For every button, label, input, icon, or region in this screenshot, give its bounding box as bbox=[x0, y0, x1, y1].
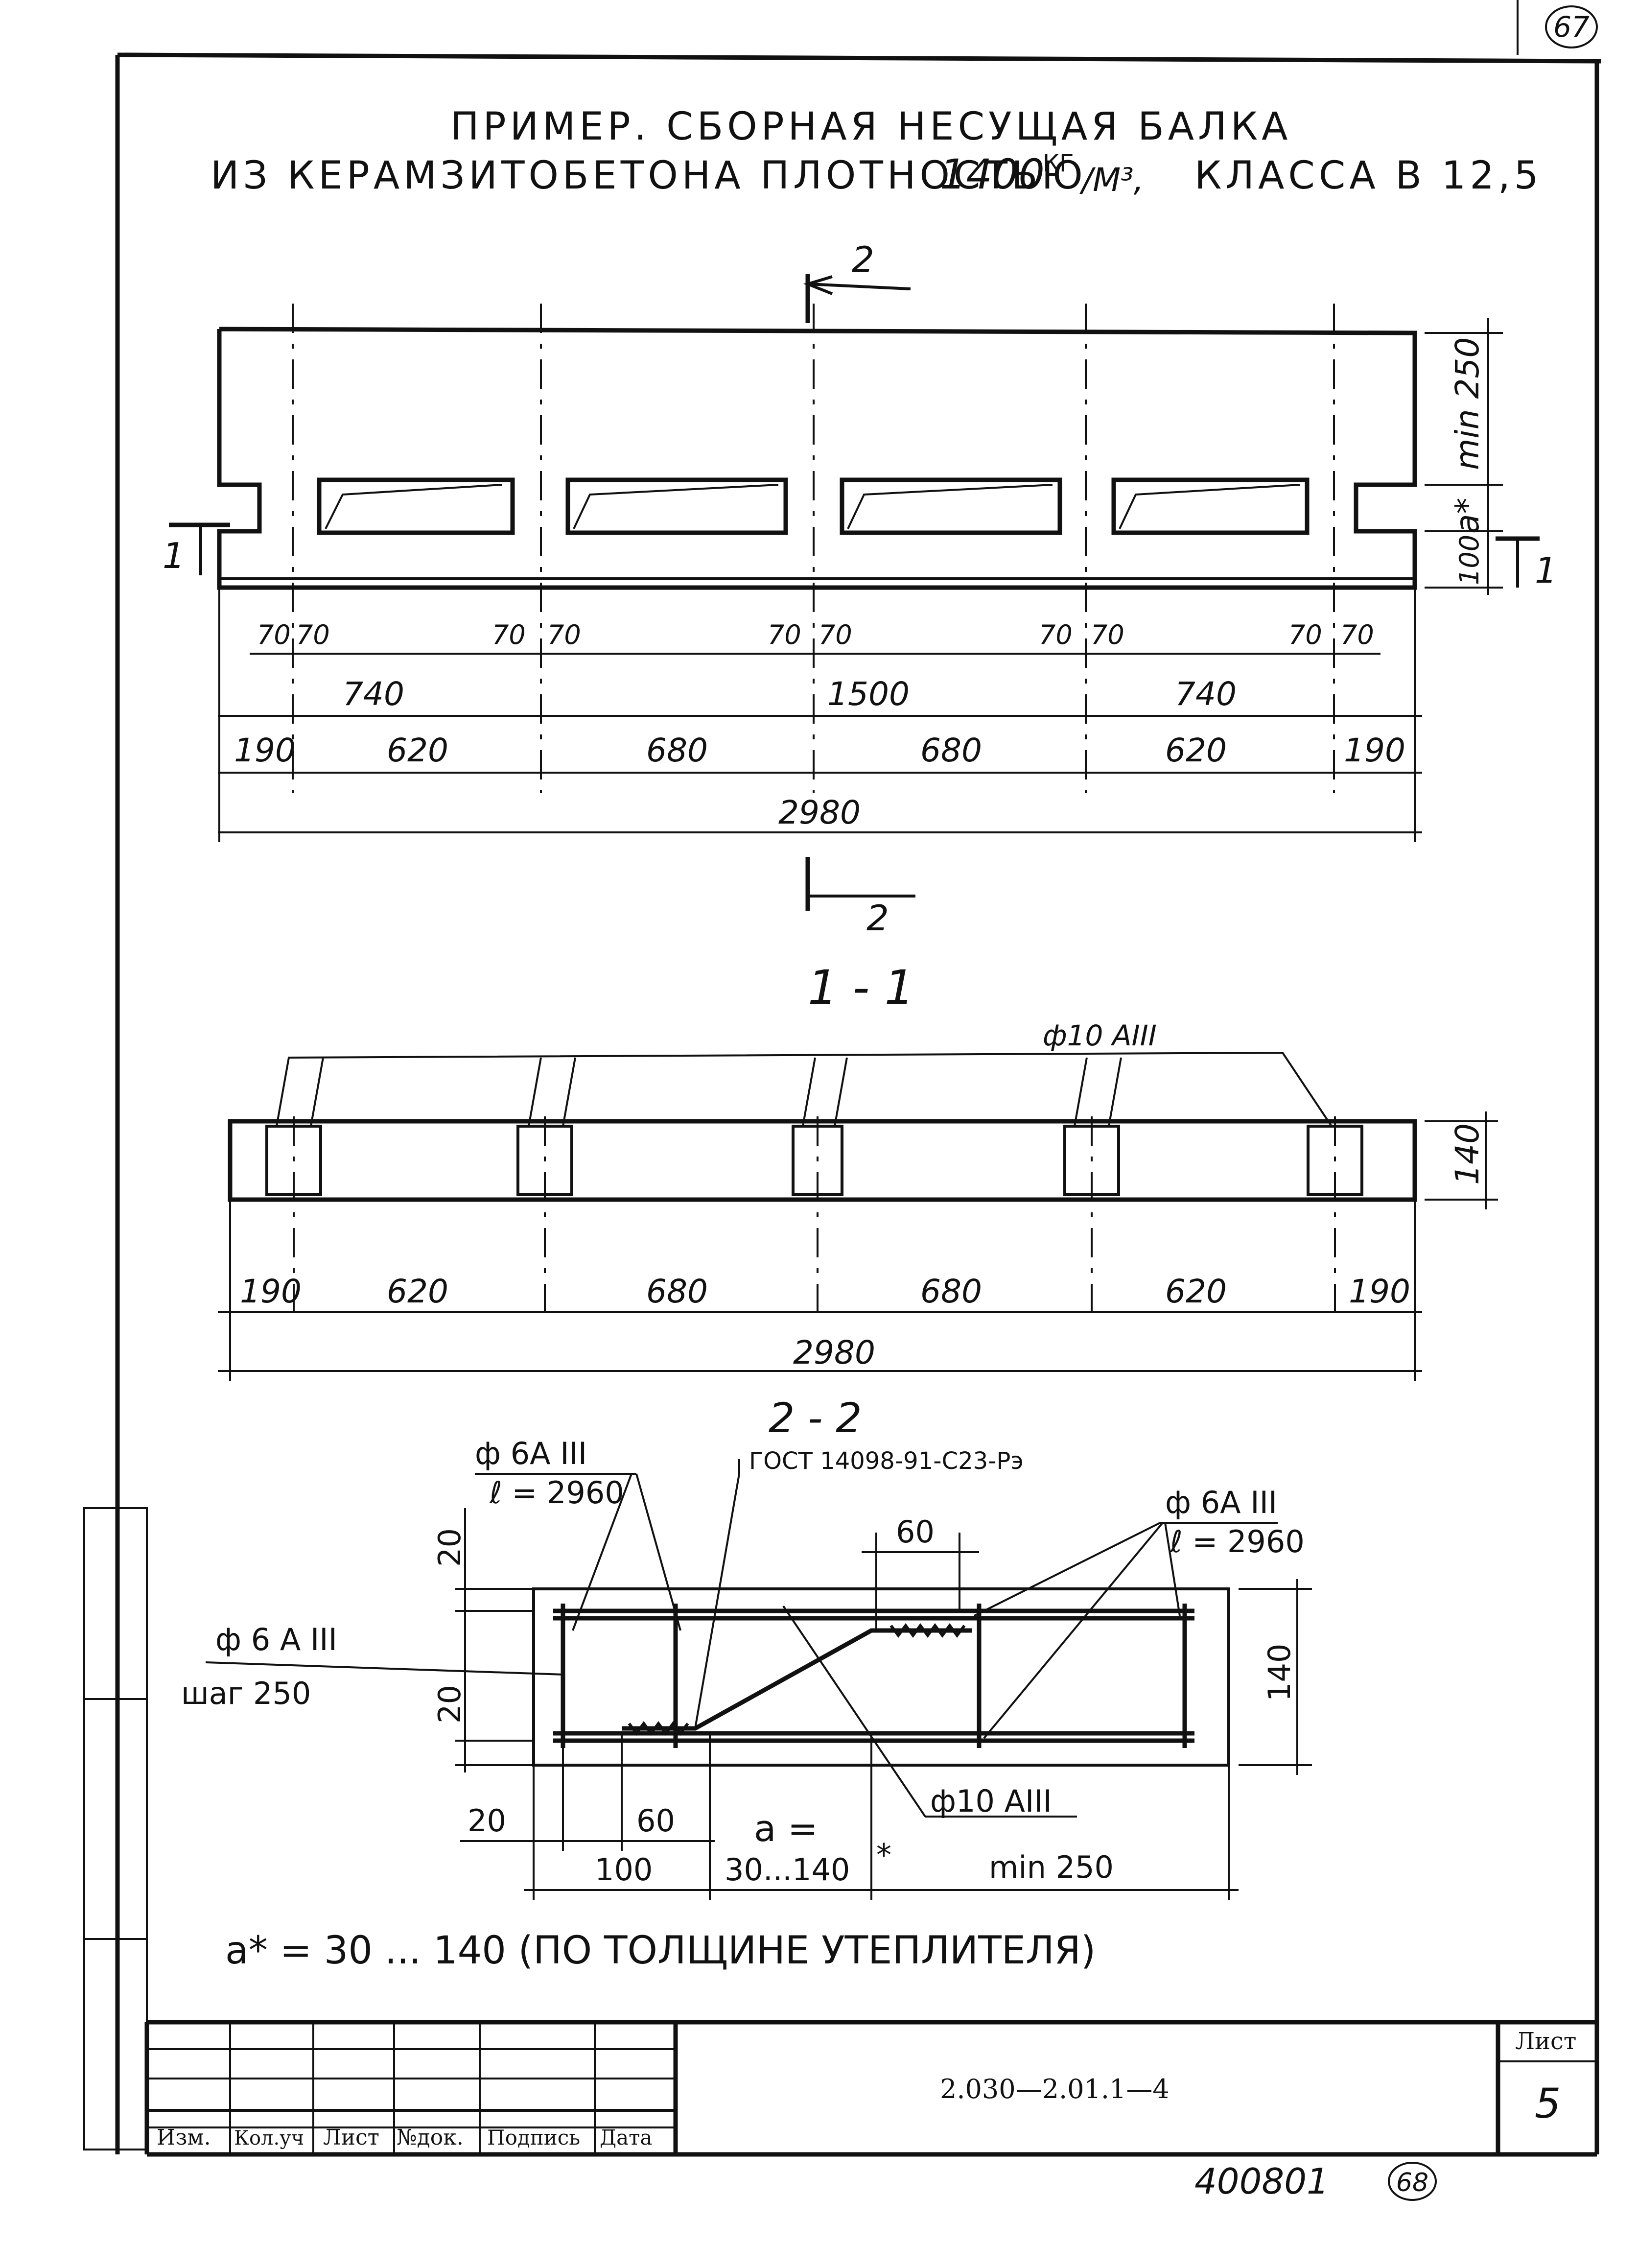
dim-20-left: 20 bbox=[468, 1803, 506, 1839]
title-line-2a: ИЗ КЕРАМЗИТОБЕТОНА ПЛОТНОСТЬЮ bbox=[211, 154, 1087, 198]
title-block-header: Изм. bbox=[157, 2125, 211, 2150]
dim-offset: 70 bbox=[492, 619, 526, 650]
label-left-top-length: ℓ = 2960 bbox=[489, 1475, 624, 1511]
title-block-header: Дата bbox=[600, 2126, 652, 2150]
dim-offset: 70 bbox=[1039, 619, 1073, 650]
dim-offset: 70 bbox=[768, 619, 801, 650]
section-1-1-rebar-label: ф10 АIII bbox=[1043, 1019, 1157, 1052]
section-1-1-height: 140 bbox=[1449, 1123, 1486, 1185]
dim-min-250: min 250 bbox=[1449, 337, 1486, 470]
dim-span: 680 bbox=[646, 732, 708, 769]
bottom-stamp: 400801 68 bbox=[1194, 2161, 1437, 2202]
label-right-top-bar: ф 6А III bbox=[1165, 1485, 1277, 1520]
title-block-header: №док. bbox=[397, 2125, 464, 2150]
dim-60-top: 60 bbox=[896, 1514, 935, 1550]
dim-span-740-left: 740 bbox=[343, 675, 404, 713]
page-circle-number: 68 bbox=[1396, 2168, 1428, 2197]
dim-offset: 70 bbox=[296, 619, 330, 650]
dim-a-label: a = bbox=[754, 1808, 818, 1850]
section-2-2: 2 - 2 ф 6А III ℓ = 2960 ГОСТ 14098-91-С2… bbox=[181, 1394, 1312, 1900]
dim-offset: 70 bbox=[547, 619, 581, 650]
sheet-frame bbox=[83, 0, 1601, 2154]
title-density: 1400 bbox=[940, 150, 1045, 198]
dim-span: 680 bbox=[646, 1273, 708, 1310]
section-mark-bottom-2: 2 bbox=[866, 898, 889, 939]
title-line-1: ПРИМЕР. СБОРНАЯ НЕСУЩАЯ БАЛКА bbox=[450, 105, 1292, 149]
sheet-label: Лист bbox=[1515, 2028, 1576, 2055]
dim-offset: 70 bbox=[1288, 619, 1322, 650]
section-1-1-total: 2980 bbox=[793, 1334, 875, 1371]
section-1-1: 1 - 1 ф10 АIII 140 190 620 680 680 bbox=[218, 960, 1498, 1381]
dim-a-star: a* bbox=[1449, 498, 1486, 534]
footnote: a* = 30 ... 140 (ПО ТОЛЩИНЕ УТЕПЛИТЕЛЯ) bbox=[225, 1929, 1096, 1973]
label-gost: ГОСТ 14098-91-С23-Рэ bbox=[749, 1447, 1024, 1475]
title-block-header: Кол.уч bbox=[234, 2127, 304, 2150]
doc-code: 2.030—2.01.1—4 bbox=[940, 2074, 1170, 2104]
dim-span: 190 bbox=[240, 1273, 302, 1310]
dim-span: 680 bbox=[920, 732, 982, 769]
dim-100: 100 bbox=[1454, 535, 1485, 585]
label-left-top-bar: ф 6А III bbox=[475, 1436, 587, 1471]
page-number-top: 67 bbox=[1545, 5, 1598, 48]
dim-span: 620 bbox=[387, 732, 448, 769]
label-right-top-length: ℓ = 2960 bbox=[1170, 1524, 1305, 1559]
sheet-number: 5 bbox=[1535, 2079, 1561, 2127]
drawing-title: ПРИМЕР. СБОРНАЯ НЕСУЩАЯ БАЛКА ИЗ КЕРАМЗИ… bbox=[211, 105, 1542, 199]
section-mark-right-1: 1 bbox=[1535, 550, 1557, 591]
dim-min250-bottom: min 250 bbox=[989, 1849, 1114, 1885]
dim-span: 680 bbox=[920, 1273, 982, 1310]
dim-offset: 70 bbox=[257, 619, 291, 650]
label-stirrup: ф 6 А III bbox=[215, 1622, 337, 1657]
dim-a-range: 30...140 bbox=[725, 1852, 850, 1888]
dim-span-1500: 1500 bbox=[827, 675, 910, 713]
dim-span: 620 bbox=[1165, 732, 1227, 769]
title-block-header: Подпись bbox=[487, 2126, 580, 2150]
dim-span: 190 bbox=[1349, 1273, 1410, 1310]
dim-20-top: 20 bbox=[432, 1528, 468, 1567]
title-unit-top: КГ bbox=[1043, 150, 1074, 177]
dim-100-bottom: 100 bbox=[595, 1852, 653, 1888]
dim-span-740-right: 740 bbox=[1175, 675, 1237, 713]
title-block-header: Лист bbox=[323, 2125, 379, 2150]
dim-total-2980: 2980 bbox=[778, 794, 861, 831]
dim-offset: 70 bbox=[1340, 619, 1374, 650]
section-mark-left-1: 1 bbox=[163, 535, 185, 576]
inventory-number: 400801 bbox=[1194, 2161, 1329, 2202]
dim-a-star-mark: * bbox=[876, 1837, 891, 1873]
label-bent-bar: ф10 АIII bbox=[930, 1783, 1052, 1819]
dim-offset: 70 bbox=[1091, 619, 1124, 650]
title-unit-bottom: /М³, bbox=[1079, 161, 1144, 199]
section-mark-top-2: 2 bbox=[852, 239, 874, 280]
dim-span: 190 bbox=[234, 732, 296, 769]
dim-span: 620 bbox=[1165, 1273, 1227, 1310]
dim-offset: 70 bbox=[819, 619, 852, 650]
beam-elevation: 2 2 1 1 min 250 a* 100 70 70 70 70 70 70… bbox=[163, 239, 1557, 939]
dim-span: 620 bbox=[387, 1273, 448, 1310]
title-block: Изм. Кол.уч Лист №док. Подпись Дата 2.03… bbox=[144, 2020, 1597, 2157]
section-2-2-title: 2 - 2 bbox=[769, 1394, 862, 1442]
page-number-top-text: 67 bbox=[1553, 10, 1590, 44]
dim-60-bottom: 60 bbox=[636, 1803, 675, 1839]
dim-20-bottom: 20 bbox=[432, 1685, 468, 1724]
dim-span: 190 bbox=[1344, 732, 1405, 769]
dim-140: 140 bbox=[1262, 1644, 1297, 1701]
label-stirrup-step: шаг 250 bbox=[181, 1676, 311, 1711]
title-class: КЛАССА В 12,5 bbox=[1194, 154, 1542, 198]
section-1-1-title: 1 - 1 bbox=[808, 960, 914, 1015]
